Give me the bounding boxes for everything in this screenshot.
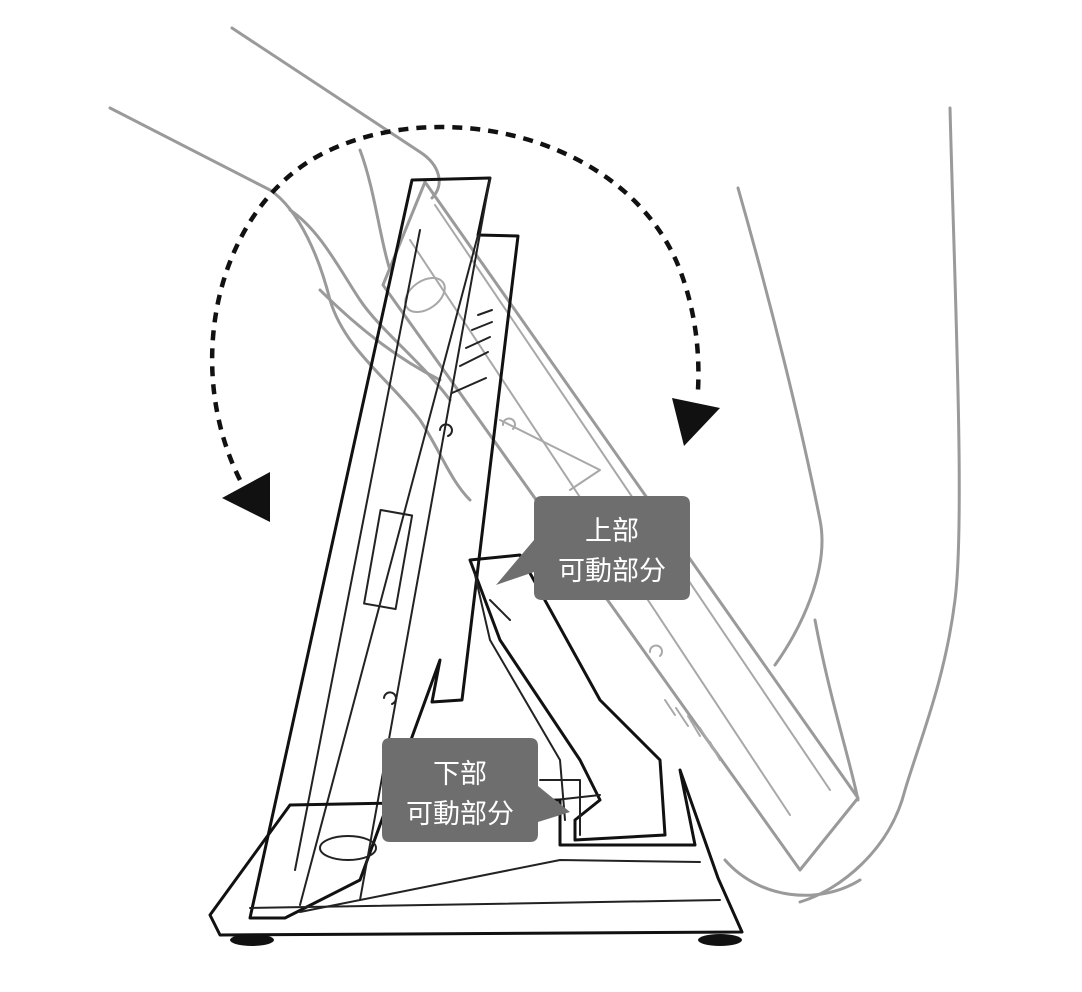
base-foot-left (230, 934, 274, 946)
callout-lower-line2: 可動部分 (406, 799, 514, 830)
ghost-hand-bottom (723, 106, 961, 904)
callout-upper-movable-part: 上部 可動部分 (496, 496, 690, 600)
arrowhead-left-icon (222, 472, 270, 522)
callout-upper-line1: 上部 (585, 516, 639, 547)
rotation-arc-icon (209, 124, 720, 522)
callout-upper-line2: 可動部分 (558, 556, 666, 587)
callout-lower-movable-part: 下部 可動部分 (382, 738, 570, 842)
upright-monitor (248, 176, 520, 920)
callout-lower-line1: 下部 (433, 759, 487, 790)
arrowhead-right-icon (672, 398, 720, 446)
vent-slots-icon (451, 309, 493, 394)
base-foot-right (698, 934, 742, 946)
ghost-hand-top (108, 26, 472, 502)
ghost-vent-slots-icon (664, 699, 721, 761)
stand-arm (468, 553, 667, 842)
